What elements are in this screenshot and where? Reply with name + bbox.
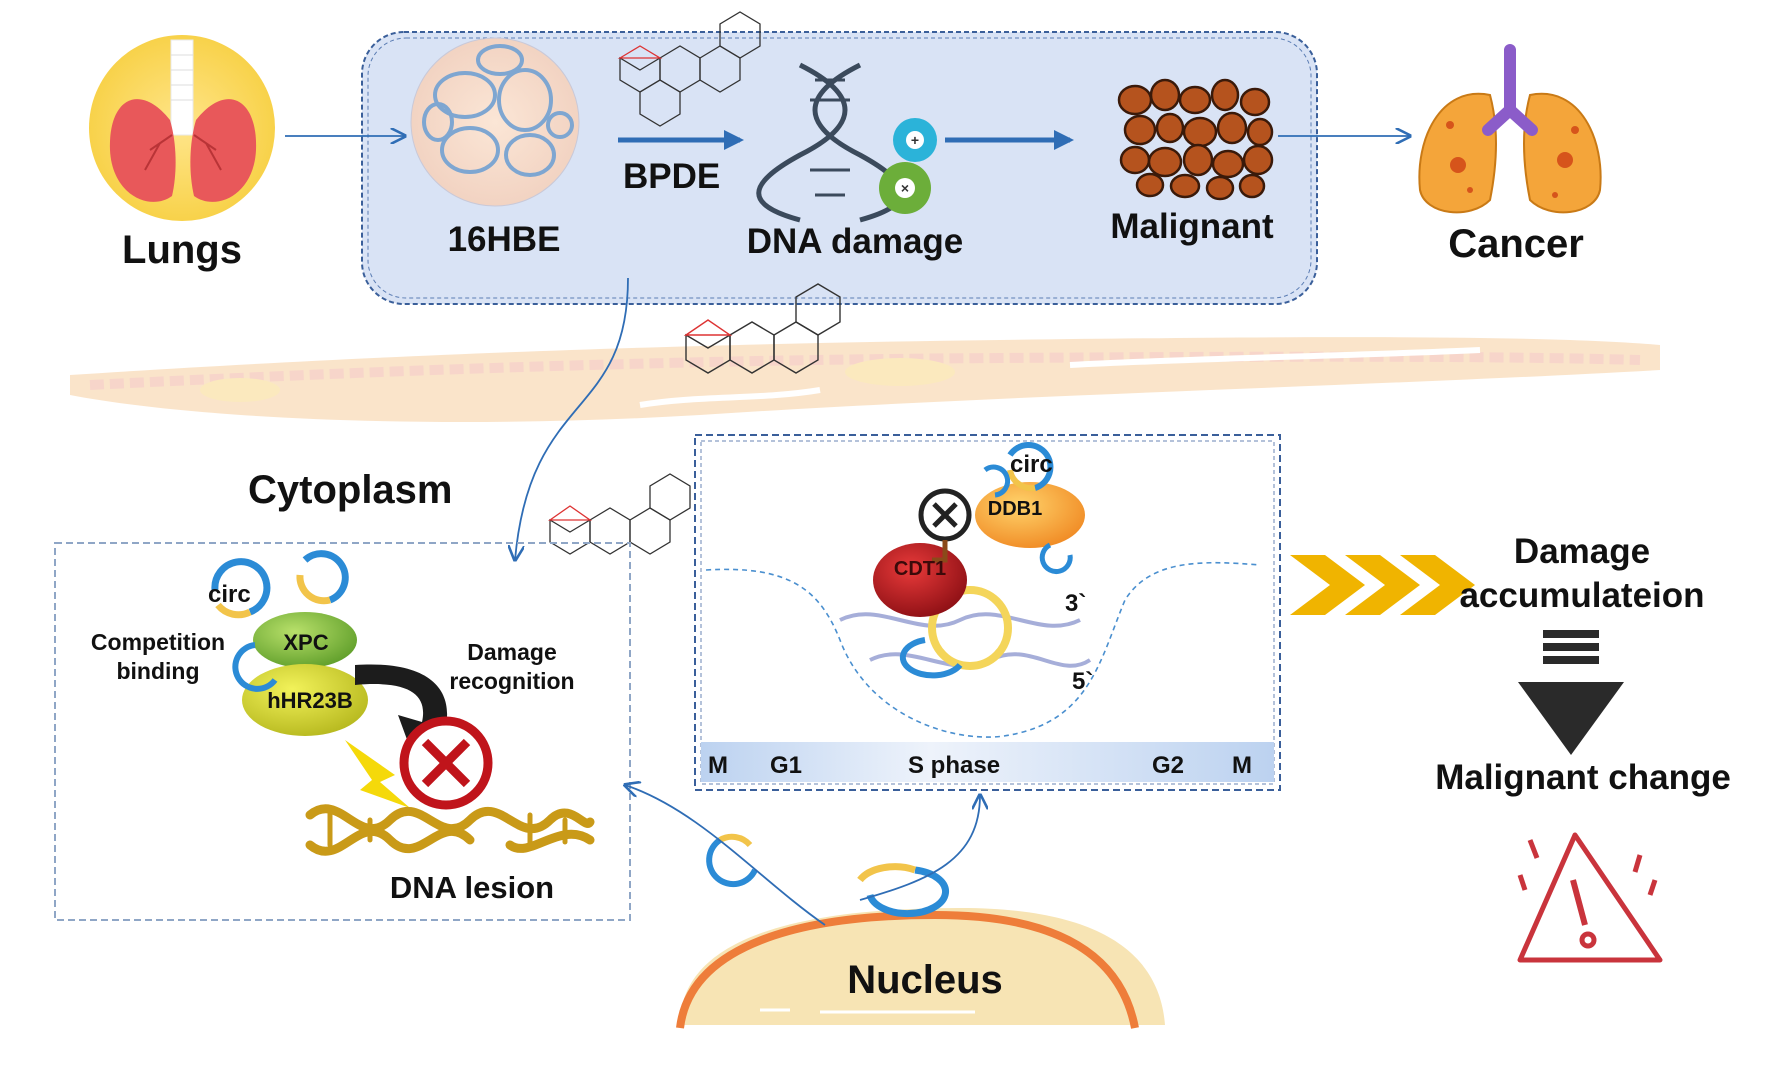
- three-prime-label: 3`: [1065, 590, 1087, 617]
- phase-m-start: M: [708, 752, 728, 779]
- phase-g2: G2: [1152, 752, 1185, 779]
- circ-rna-icon-6: [983, 464, 1011, 498]
- malignant-change-label: Malignant change: [1435, 758, 1731, 797]
- five-prime-label: 5`: [1072, 668, 1094, 695]
- circ-label: circ: [208, 581, 251, 608]
- circ-rna-icon-5: [1007, 442, 1054, 492]
- malignant-label: Malignant: [1110, 207, 1274, 246]
- hhr23b-label: hHR23B: [267, 688, 353, 713]
- blocked-icon: [399, 716, 493, 810]
- replication-loop: [928, 586, 1012, 670]
- svg-text:+: +: [911, 132, 919, 148]
- lungs-label: Lungs: [122, 228, 242, 272]
- warning-icon: [1517, 832, 1663, 963]
- circ-rna-icon-8: [857, 863, 949, 918]
- competition-binding-label: Competition binding: [90, 629, 226, 684]
- dna-damage-label: DNA damage: [746, 222, 964, 261]
- lungs-icon: [89, 35, 275, 221]
- cdt1-label: CDT1: [893, 558, 947, 580]
- dna-lesion-label: DNA lesion: [389, 870, 555, 905]
- arrow-nucleus-to-sphase: [859, 795, 980, 901]
- down-arrow-icon: [1518, 630, 1624, 755]
- bpde-molecule-icon: [617, 11, 761, 127]
- bpde-molecule-icon-mid: [683, 283, 841, 374]
- lightning-icon: [345, 740, 410, 808]
- damage-recognition-label: Damage recognition: [449, 639, 575, 694]
- bpde-label: BPDE: [623, 157, 721, 196]
- arrow-box-to-cytoplasm: [515, 277, 629, 560]
- xpc-label: XPC: [283, 630, 329, 655]
- svg-text:×: ×: [901, 180, 909, 196]
- cell-cycle-bar: [701, 742, 1274, 782]
- dna-lesion-icon: [305, 804, 595, 856]
- cells-label: 16HBE: [447, 220, 561, 259]
- circ-rna-icon-2: [296, 550, 349, 605]
- chevron-arrows: [1290, 555, 1475, 615]
- nucleus-shape: [676, 908, 1165, 1029]
- circ-rna-icon-7: [1039, 542, 1073, 575]
- damage-accumulation-label: Damage accumulateion: [1459, 532, 1705, 615]
- cell-membrane-band: [70, 337, 1660, 423]
- cancer-label: Cancer: [1448, 222, 1584, 266]
- inhibit-icon: [918, 488, 972, 563]
- cytoplasm-label: Cytoplasm: [248, 468, 453, 512]
- circ-rna-icon-3: [232, 642, 278, 692]
- phase-s: S phase: [908, 752, 1001, 779]
- malignant-cells-icon: [1117, 78, 1274, 201]
- ddb1-protein: [975, 482, 1085, 548]
- cytoplasm-panel: [54, 542, 631, 921]
- cell-cluster-icon: [410, 37, 580, 207]
- cancer-lungs-icon: [1418, 44, 1602, 214]
- phase-g1: G1: [770, 752, 803, 779]
- arrow-nucleus-to-cytoplasm: [625, 785, 826, 926]
- circ-rna-icon-4: [899, 637, 963, 679]
- nucleus-label: Nucleus: [847, 958, 1003, 1002]
- circ-rna-icon: [211, 558, 271, 619]
- circ-rna-icon-9: [706, 833, 758, 888]
- repair-gear-icon: × +: [879, 118, 937, 214]
- phase-m-end: M: [1232, 752, 1252, 779]
- ddb1-label: DDB1: [987, 498, 1043, 520]
- xpc-protein: [253, 612, 357, 668]
- circ-label-2: circ: [1010, 451, 1053, 478]
